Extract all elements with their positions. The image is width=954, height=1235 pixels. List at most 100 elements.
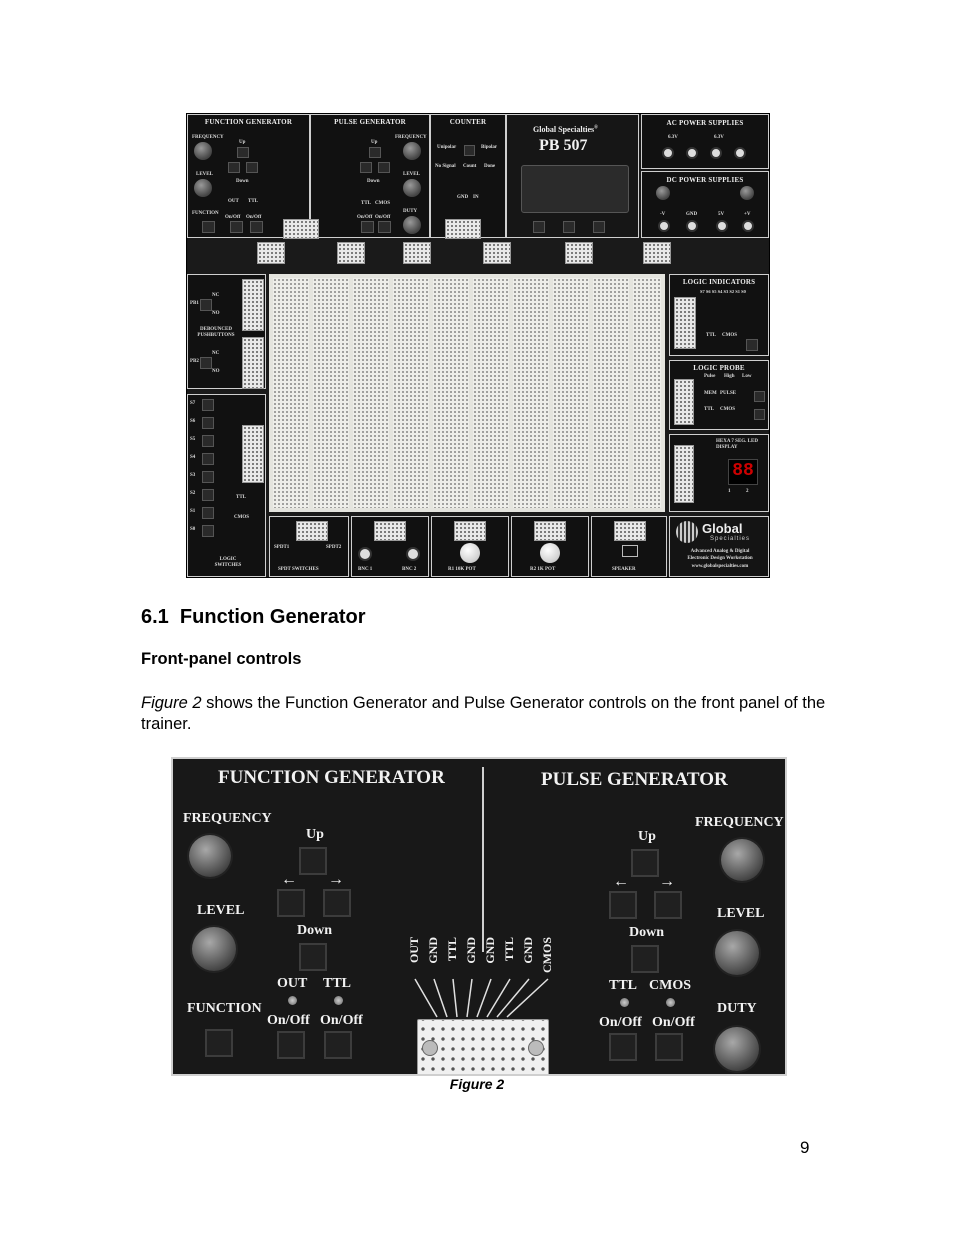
power-connector-6 bbox=[643, 242, 671, 264]
pb2-no-label: NO bbox=[212, 369, 220, 374]
dc-pos-knob[interactable] bbox=[740, 186, 754, 200]
counter-title: COUNTER bbox=[449, 118, 487, 126]
counter-unipolar-label: Unipolar bbox=[437, 145, 457, 150]
counter-mode-button[interactable] bbox=[464, 145, 475, 156]
fg-left-button[interactable] bbox=[277, 889, 305, 917]
fg-out-onoff-button[interactable] bbox=[277, 1031, 305, 1059]
pg-right-button[interactable] bbox=[378, 162, 390, 173]
pg-cmos-label: CMOS bbox=[375, 201, 390, 206]
ac-power-module: AC POWER SUPPLIES 6.3V 6.3V bbox=[641, 114, 769, 169]
paragraph-text: shows the Function Generator and Pulse G… bbox=[141, 694, 826, 733]
pg-ttl-onoff-button[interactable] bbox=[609, 1033, 637, 1061]
pg-frequency-knob[interactable] bbox=[721, 839, 763, 881]
pg-duty-knob[interactable] bbox=[403, 216, 421, 234]
dc-jack-neg[interactable] bbox=[658, 220, 670, 232]
fg-left-button[interactable] bbox=[228, 162, 240, 173]
dc-jack-5v[interactable] bbox=[716, 220, 728, 232]
display-button-2[interactable] bbox=[563, 221, 575, 233]
switch-s7[interactable] bbox=[202, 399, 214, 411]
ac-jack-4[interactable] bbox=[734, 147, 746, 159]
pg-left-arrow-icon: ← bbox=[613, 873, 629, 890]
fg-right-button[interactable] bbox=[323, 889, 351, 917]
bnc2-jack[interactable] bbox=[406, 547, 420, 561]
fg-module: FUNCTION GENERATOR FREQUENCY Up Down LEV… bbox=[187, 114, 310, 238]
switch-s2[interactable] bbox=[202, 489, 214, 501]
pg-level-label: LEVEL bbox=[717, 906, 765, 921]
pb1-no-label: NO bbox=[212, 311, 220, 316]
output-label-gnd-3: GND bbox=[483, 937, 497, 964]
r1-pot-module: R1 10K POT bbox=[431, 516, 509, 577]
fg-function-label: FUNCTION bbox=[192, 211, 219, 216]
ac-power-title: AC POWER SUPPLIES bbox=[666, 119, 744, 127]
output-label-ttl-1: TTL bbox=[445, 937, 459, 962]
fg-ttl-onoff-button[interactable] bbox=[324, 1031, 352, 1059]
pb1-button[interactable] bbox=[200, 299, 212, 311]
switch-s0[interactable] bbox=[202, 525, 214, 537]
pb2-nc-label: NC bbox=[212, 351, 220, 356]
pg-ttl-button[interactable] bbox=[361, 221, 374, 233]
pg-right-button[interactable] bbox=[654, 891, 682, 919]
pg-up-button[interactable] bbox=[631, 849, 659, 877]
trainer-photo: FUNCTION GENERATOR FREQUENCY Up Down LEV… bbox=[186, 113, 770, 578]
dc-jack-gnd[interactable] bbox=[686, 220, 698, 232]
pg-level-knob[interactable] bbox=[715, 931, 759, 975]
pg-up-label: Up bbox=[371, 140, 378, 145]
ac-jack-3[interactable] bbox=[710, 147, 722, 159]
switch-s5[interactable] bbox=[202, 435, 214, 447]
pb2-button[interactable] bbox=[200, 357, 212, 369]
r2-connector bbox=[534, 521, 566, 541]
probe-mode-button[interactable] bbox=[754, 409, 765, 420]
pg-left-button[interactable] bbox=[360, 162, 372, 173]
fg-up-button[interactable] bbox=[299, 847, 327, 875]
speaker-label: SPEAKER bbox=[612, 567, 636, 572]
fg-level-knob[interactable] bbox=[194, 179, 212, 197]
fg-ttl-button[interactable] bbox=[250, 221, 263, 233]
pg-down-button[interactable] bbox=[631, 945, 659, 973]
pg-frequency-knob[interactable] bbox=[403, 142, 421, 160]
pg-up-button[interactable] bbox=[369, 147, 381, 158]
dc-jack-pos[interactable] bbox=[742, 220, 754, 232]
pb2-label: PB2 bbox=[190, 359, 199, 364]
dc-neg-knob[interactable] bbox=[656, 186, 670, 200]
body-paragraph: Figure 2 shows the Function Generator an… bbox=[141, 693, 831, 735]
fg-frequency-knob[interactable] bbox=[194, 142, 212, 160]
ac-jack-1[interactable] bbox=[662, 147, 674, 159]
spdt1-label: SPDT1 bbox=[274, 545, 290, 550]
switch-s1[interactable] bbox=[202, 507, 214, 519]
pg-level-knob[interactable] bbox=[403, 179, 421, 197]
bb-col-9 bbox=[593, 278, 629, 508]
pg-left-button[interactable] bbox=[609, 891, 637, 919]
indicators-mode-button[interactable] bbox=[746, 339, 758, 351]
fg-frequency-knob[interactable] bbox=[189, 835, 231, 877]
power-connector-2 bbox=[337, 242, 365, 264]
fg-out-button[interactable] bbox=[230, 221, 243, 233]
fg-onoff-label-1: On/Off bbox=[225, 215, 241, 220]
pg-cmos-button[interactable] bbox=[378, 221, 391, 233]
pg-level-label: LEVEL bbox=[403, 172, 420, 177]
r1-pot-knob[interactable] bbox=[460, 543, 480, 563]
ac-jack-2[interactable] bbox=[686, 147, 698, 159]
fg-down-button[interactable] bbox=[299, 943, 327, 971]
fg-level-knob[interactable] bbox=[192, 927, 236, 971]
pg-duty-knob[interactable] bbox=[715, 1027, 759, 1071]
fg-up-button[interactable] bbox=[237, 147, 249, 158]
probe-mem-button[interactable] bbox=[754, 391, 765, 402]
fg-right-button[interactable] bbox=[246, 162, 258, 173]
switch-s6[interactable] bbox=[202, 417, 214, 429]
switch-s4[interactable] bbox=[202, 453, 214, 465]
display-button-3[interactable] bbox=[593, 221, 605, 233]
fg-function-button[interactable] bbox=[205, 1029, 233, 1057]
display-button-1[interactable] bbox=[533, 221, 545, 233]
output-wires bbox=[414, 978, 549, 1018]
pg-cmos-onoff-button[interactable] bbox=[655, 1033, 683, 1061]
fg-ttl-label: TTL bbox=[323, 976, 352, 991]
globe-icon bbox=[676, 521, 698, 543]
counter-nosignal-label: No Signal bbox=[435, 164, 456, 169]
hexa-digit-1: 1 bbox=[728, 489, 731, 494]
global-logo-module: Global Specialties Advanced Analog & Dig… bbox=[669, 516, 769, 577]
switch-s3[interactable] bbox=[202, 471, 214, 483]
bnc1-jack[interactable] bbox=[358, 547, 372, 561]
fg-function-button[interactable] bbox=[202, 221, 215, 233]
r2-pot-knob[interactable] bbox=[540, 543, 560, 563]
global-url: www.globalspecialties.com bbox=[691, 564, 749, 569]
